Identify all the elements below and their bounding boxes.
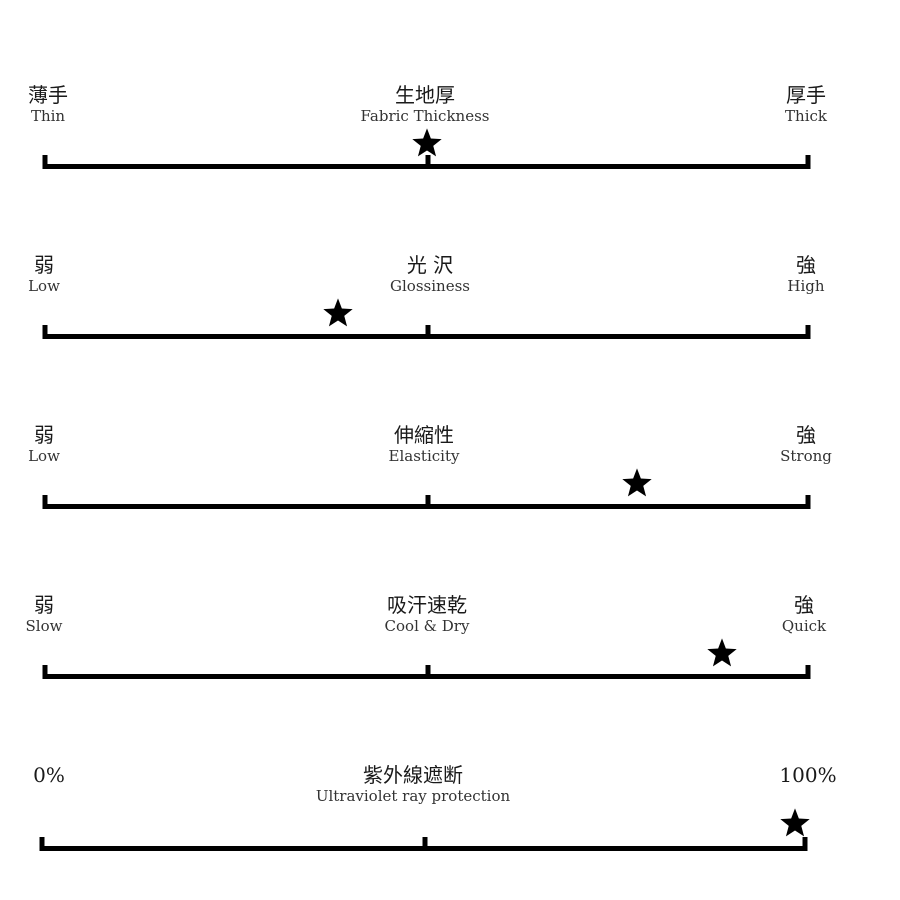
center-label: 伸縮性 Elasticity	[389, 423, 460, 465]
right-label: 強 High	[787, 253, 824, 295]
tick-left	[39, 837, 45, 851]
star-icon	[411, 127, 443, 159]
tick-right	[805, 495, 811, 509]
tick-center	[425, 155, 431, 169]
tick-center	[425, 665, 431, 679]
left-label-en: Thin	[30, 107, 66, 125]
left-label: 弱 Low	[28, 253, 60, 295]
star-icon	[779, 807, 811, 839]
right-label-jp: 強	[796, 253, 816, 277]
right-label-jp: 強	[796, 423, 816, 447]
tick-center	[422, 837, 428, 851]
left-label-jp: 0%	[33, 763, 65, 787]
left-label-jp: 薄手	[28, 83, 68, 107]
center-label-jp: 光 沢	[406, 253, 454, 277]
center-label-en: Cool & Dry	[384, 617, 470, 635]
scale-cool-dry: 弱 Slow 吸汗速乾 Cool & Dry 強 Quick	[0, 590, 900, 710]
right-label-en: Strong	[780, 447, 832, 465]
center-label-en: Glossiness	[390, 277, 470, 295]
right-label-en: Quick	[781, 617, 827, 635]
left-label: 弱 Slow	[26, 593, 63, 635]
right-label-jp: 厚手	[785, 83, 826, 107]
left-label-jp: 弱	[34, 253, 54, 277]
star-icon	[322, 297, 354, 329]
left-label-en: Low	[28, 277, 60, 295]
center-label: 生地厚 Fabric Thickness	[361, 83, 490, 125]
left-label-en: Slow	[25, 617, 63, 635]
tick-right	[805, 665, 811, 679]
tick-center	[425, 495, 431, 509]
right-label-jp: 強	[794, 593, 814, 617]
center-label-jp: 吸汗速乾	[387, 593, 467, 617]
center-label: 光 沢 Glossiness	[390, 253, 470, 295]
scale-elasticity: 弱 Low 伸縮性 Elasticity 強 Strong	[0, 420, 900, 540]
right-label: 強 Strong	[780, 423, 832, 465]
left-label: 0%	[33, 763, 65, 787]
star-icon	[621, 467, 653, 499]
center-label-jp: 紫外線遮断	[363, 763, 463, 787]
center-label: 吸汗速乾 Cool & Dry	[385, 593, 470, 635]
tick-right	[805, 325, 811, 339]
scale-fabric-thickness: 薄手 Thin 生地厚 Fabric Thickness 厚手 Thick	[0, 80, 900, 200]
center-label: 紫外線遮断 Ultraviolet ray protection	[316, 763, 510, 805]
scale-uv-protection: 0% 紫外線遮断 Ultraviolet ray protection 100%	[0, 760, 900, 880]
tick-right	[802, 837, 808, 851]
tick-left	[42, 495, 48, 509]
right-label: 強 Quick	[782, 593, 826, 635]
center-label-en: Elasticity	[388, 447, 460, 465]
left-label-jp: 弱	[33, 593, 54, 617]
tick-left	[42, 325, 48, 339]
tick-left	[42, 155, 48, 169]
left-label-en: Low	[28, 447, 60, 465]
star-icon	[706, 637, 738, 669]
right-label-en: High	[787, 277, 825, 295]
tick-right	[805, 155, 811, 169]
center-label-jp: 伸縮性	[393, 423, 454, 447]
right-label-jp: 100%	[779, 763, 837, 787]
left-label: 弱 Low	[28, 423, 60, 465]
center-label-jp: 生地厚	[395, 83, 455, 107]
center-label-en: Ultraviolet ray protection	[315, 787, 511, 805]
right-label: 厚手 Thick	[785, 83, 827, 125]
right-label-en: Thick	[785, 107, 827, 125]
left-label: 薄手 Thin	[28, 83, 68, 125]
left-label-jp: 弱	[34, 423, 54, 447]
tick-center	[425, 325, 431, 339]
tick-left	[42, 665, 48, 679]
center-label-en: Fabric Thickness	[360, 107, 490, 125]
scale-glossiness: 弱 Low 光 沢 Glossiness 強 High	[0, 250, 900, 370]
right-label: 100%	[779, 763, 836, 787]
